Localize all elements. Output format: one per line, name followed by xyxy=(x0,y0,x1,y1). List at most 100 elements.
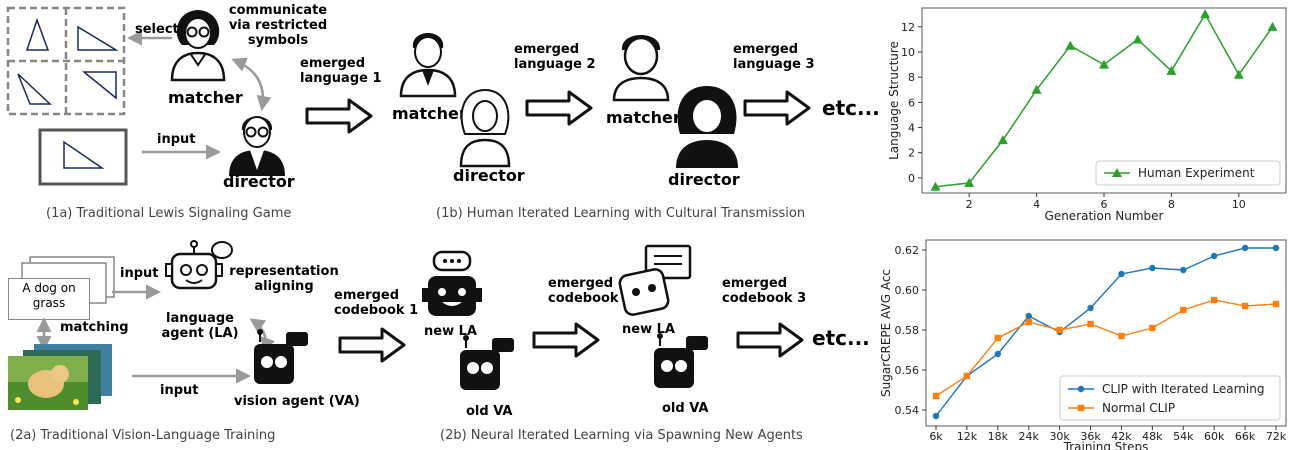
aligning-arrow xyxy=(249,318,275,353)
data-point xyxy=(1233,69,1244,79)
data-point xyxy=(1025,318,1032,326)
caption-1b: (1b) Human Iterated Learning with Cultur… xyxy=(436,206,806,221)
legend-label: Human Experiment xyxy=(1138,166,1255,180)
old-vision-agent-robot-icon xyxy=(654,333,708,388)
data-point xyxy=(1099,59,1109,69)
x-tick-label: 24k xyxy=(1019,430,1040,443)
director-label-2: director xyxy=(668,170,740,189)
plot-frame xyxy=(925,239,1287,427)
x-tick-label: 66k xyxy=(1235,430,1256,443)
director-girl-icon xyxy=(676,86,738,168)
input-label: input xyxy=(157,132,196,147)
matcher-label-2: matcher xyxy=(606,108,681,127)
caption-2a: (2a) Traditional Vision-Language Trainin… xyxy=(10,428,276,443)
dog-photo-stack xyxy=(8,344,112,410)
communication-arrow xyxy=(231,57,272,111)
data-point xyxy=(1180,306,1187,314)
x-tick-label: 54k xyxy=(1173,430,1194,443)
x-tick-label: 36k xyxy=(1080,430,1101,443)
data-point xyxy=(932,412,940,420)
data-point xyxy=(1200,9,1211,19)
y-tick-label: 0 xyxy=(908,172,915,185)
data-point xyxy=(1267,21,1278,31)
director-label: director xyxy=(223,172,295,191)
communicate-label: communicate via restricted symbols xyxy=(228,3,328,48)
matching-arrow xyxy=(36,317,52,351)
select-label: select xyxy=(135,22,179,37)
y-tick-label: 0.58 xyxy=(895,324,920,337)
x-tick-label: 30k xyxy=(1049,430,1070,443)
input-label-top: input xyxy=(120,266,159,281)
x-tick-label: 4 xyxy=(1033,198,1040,211)
data-point xyxy=(997,135,1008,145)
x-tick-label: 2 xyxy=(966,198,973,211)
data-point xyxy=(1210,252,1218,260)
y-tick-label: 8 xyxy=(908,71,915,84)
legend-label: CLIP with Iterated Learning xyxy=(1102,382,1264,396)
matching-label: matching xyxy=(60,320,129,335)
x-tick-label: 42k xyxy=(1111,430,1132,443)
candidate-grid xyxy=(6,6,126,116)
emerged-language-2-label: emerged language 2 xyxy=(514,42,596,72)
data-point xyxy=(1241,244,1249,252)
new-la-label-1: new LA xyxy=(424,324,477,339)
matcher-label: matcher xyxy=(168,88,243,107)
legend-box xyxy=(1059,375,1281,421)
representation-label: representation aligning xyxy=(229,264,339,294)
y-tick-label: 0.56 xyxy=(895,364,920,377)
x-tick-label: 18k xyxy=(988,430,1009,443)
data-point xyxy=(1241,302,1249,310)
data-point xyxy=(1210,296,1218,304)
input-image-box xyxy=(38,128,128,186)
data-point xyxy=(1272,244,1280,252)
data-point xyxy=(1149,264,1156,272)
old-va-label-2: old VA xyxy=(662,401,709,416)
emerged-language-3-label: emerged language 3 xyxy=(733,42,815,72)
y-tick-label: 10 xyxy=(901,46,915,59)
data-point xyxy=(1166,65,1177,75)
big-arrow-icon xyxy=(736,322,804,358)
big-arrow-icon xyxy=(338,327,406,363)
x-tick-label: 48k xyxy=(1142,430,1163,443)
old-vision-agent-robot-icon xyxy=(460,335,514,390)
x-tick-label: 8 xyxy=(1168,198,1175,211)
y-tick-label: 0.54 xyxy=(895,404,920,417)
y-tick-label: 4 xyxy=(908,122,915,135)
emerged-codebook-1-label: emerged codebook 1 xyxy=(334,288,419,318)
data-point xyxy=(964,177,975,187)
y-axis-label: SugarCREPE AVG Acc xyxy=(879,269,893,397)
y-tick-label: 12 xyxy=(901,21,915,34)
data-point xyxy=(1118,332,1125,340)
data-point xyxy=(1180,266,1187,274)
caption-card: A dog on grass xyxy=(8,278,90,320)
matcher-label-1: matcher xyxy=(392,104,467,123)
language-agent-robot-icon xyxy=(165,240,233,290)
x-tick-label: 72k xyxy=(1266,430,1287,443)
big-arrow-icon xyxy=(743,90,811,126)
matcher-person-icon xyxy=(170,10,226,82)
data-point xyxy=(994,350,1002,358)
data-point xyxy=(994,334,1002,342)
big-arrow-icon xyxy=(305,98,373,134)
data-point xyxy=(1065,40,1076,50)
series-line xyxy=(935,299,1277,397)
series-line xyxy=(935,247,1276,417)
data-point xyxy=(1025,312,1032,320)
y-tick-label: 2 xyxy=(908,147,915,160)
y-tick-label: 0.62 xyxy=(895,244,920,257)
data-point xyxy=(1031,84,1042,94)
triangle-shape xyxy=(25,17,50,51)
input-arrow-top xyxy=(112,284,161,300)
y-tick-label: 6 xyxy=(908,96,915,109)
vision-agent-robot-icon xyxy=(254,329,308,384)
legend-marker xyxy=(1112,168,1122,177)
caption-2b: (2b) Neural Iterated Learning via Spawni… xyxy=(440,428,803,443)
vision-agent-label: vision agent (VA) xyxy=(234,394,360,409)
x-tick-label: 12k xyxy=(957,430,978,443)
big-arrow-icon xyxy=(532,322,600,358)
input-arrow-bottom xyxy=(132,368,251,384)
data-point xyxy=(1272,300,1280,308)
old-va-label-1: old VA xyxy=(466,404,513,419)
